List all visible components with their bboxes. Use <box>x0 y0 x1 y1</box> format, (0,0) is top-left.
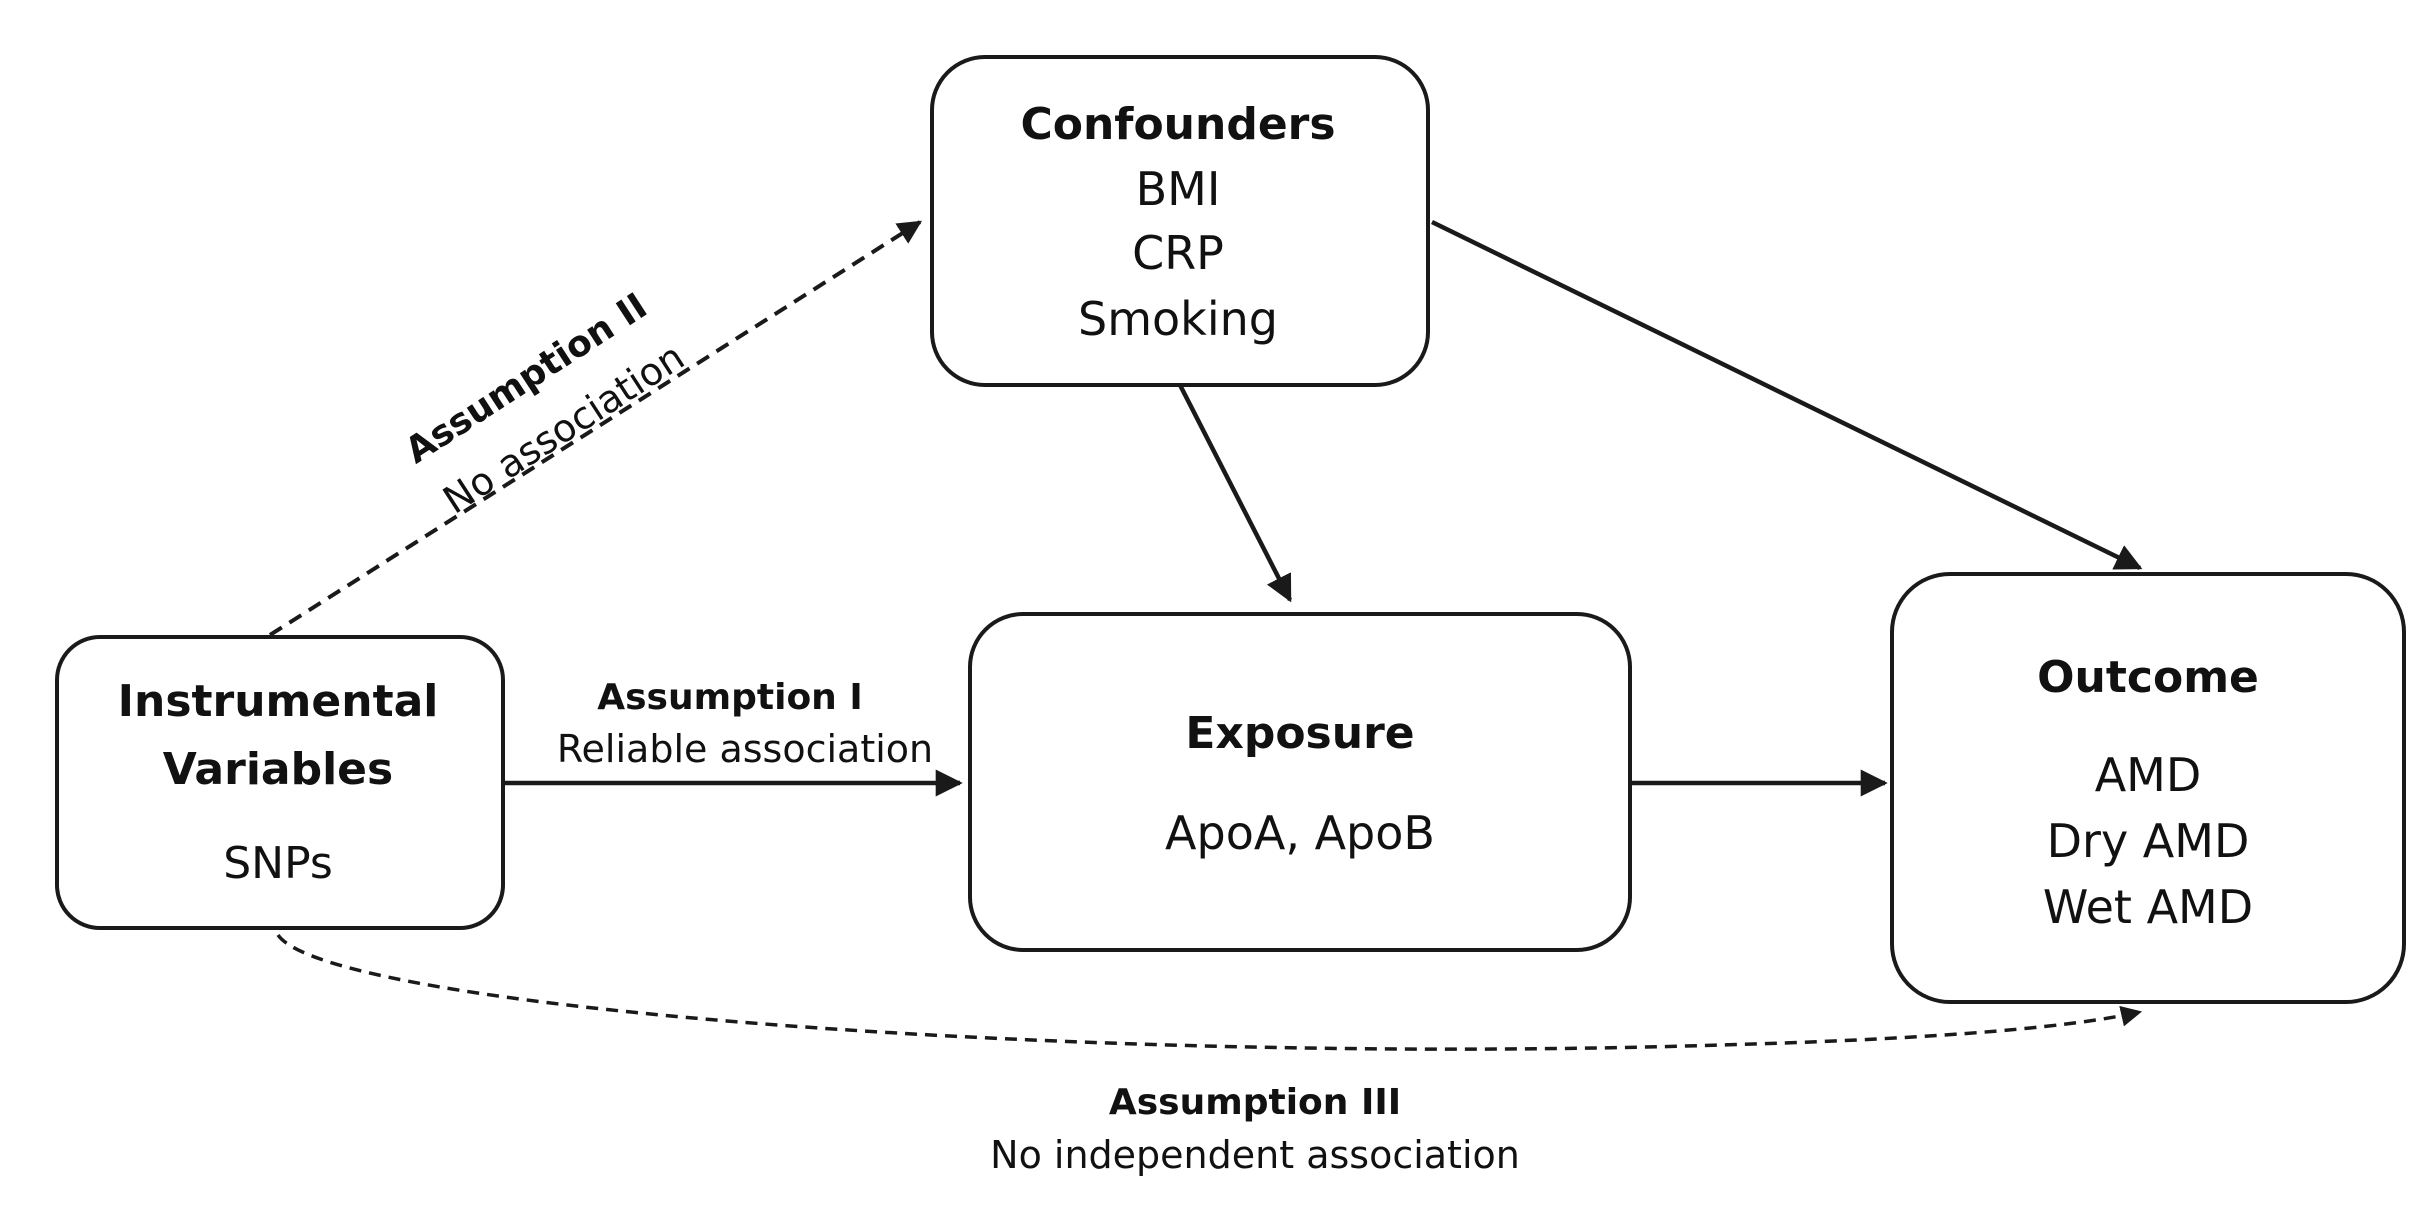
arrow-confounders-to-exposure <box>1177 383 1293 603</box>
confounders-item-crp: CRP <box>1132 226 1224 280</box>
instrumental-subtitle: SNPs <box>223 838 333 889</box>
confounders-item-smoking: Smoking <box>1078 292 1278 346</box>
confounders-item-bmi: BMI <box>1135 162 1221 216</box>
confounders-title: Confounders <box>1020 99 1336 150</box>
outcome-box <box>1890 572 2406 1004</box>
arrow-confounders-to-outcome <box>1431 219 2143 571</box>
assumption1-text: Reliable association <box>556 727 934 771</box>
arrow-iv-to-outcome <box>276 933 2143 1051</box>
instrumental-title-line1: Instrumental <box>117 676 439 727</box>
outcome-title: Outcome <box>2037 652 2259 703</box>
instrumental-title-line2: Variables <box>162 744 394 795</box>
instrumental-variables-box <box>55 635 505 930</box>
exposure-subtitle: ApoA, ApoB <box>1165 806 1435 860</box>
outcome-item-wet-amd: Wet AMD <box>2042 880 2254 934</box>
confounders-box <box>930 55 1430 387</box>
exposure-title: Exposure <box>1185 708 1415 759</box>
outcome-item-amd: AMD <box>2094 748 2202 802</box>
assumption3-text: No independent association <box>990 1133 1520 1177</box>
outcome-item-dry-amd: Dry AMD <box>2046 814 2250 868</box>
exposure-box <box>968 612 1632 952</box>
arrow-iv-to-confounders <box>268 220 923 637</box>
assumption3-title: Assumption III <box>1108 1082 1402 1123</box>
assumption1-title: Assumption I <box>597 677 863 718</box>
